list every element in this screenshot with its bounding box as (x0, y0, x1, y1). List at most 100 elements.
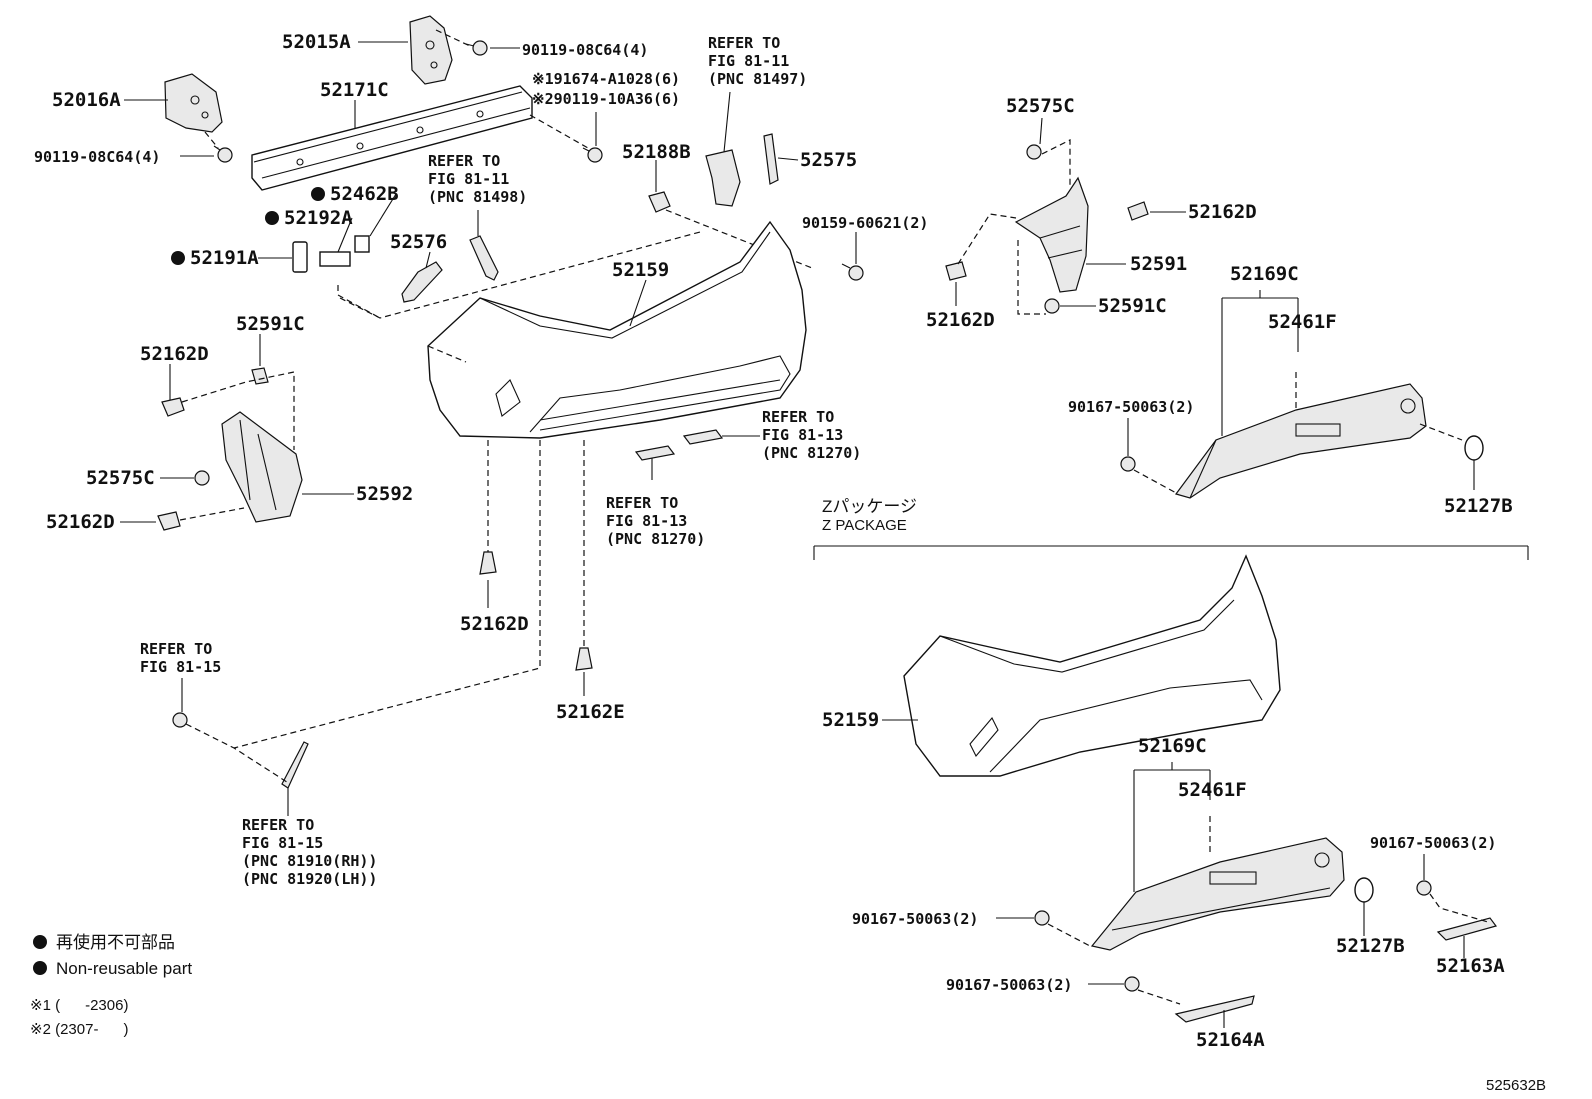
label-52461F-bot: 52461F (1178, 779, 1247, 801)
pad-52191A (292, 241, 308, 273)
bolt-191674 (582, 147, 603, 163)
label-52169C-top: 52169C (1230, 263, 1299, 285)
legend-note2: ※2 (2307- ) (30, 1021, 128, 1038)
clip-52162D-right2 (945, 261, 967, 281)
refer-81498-line1: REFER TO (428, 152, 500, 170)
label-52575: 52575 (800, 149, 857, 171)
nut-90167-right2 (1416, 880, 1432, 896)
non-reusable-dot-52462B (311, 187, 325, 201)
non-reusable-dot-52192A (265, 211, 279, 225)
nut-90167-right1 (1120, 456, 1136, 472)
refer-81-15b-line3: (PNC 81910(RH)) (242, 852, 377, 870)
retainer-52575 (763, 133, 779, 185)
label-90167-50063-right1: 90167-50063(2) (1068, 398, 1194, 416)
bolt-90119-top (465, 40, 488, 56)
refer-note-81497: REFER TO FIG 81-11 (PNC 81497) (708, 34, 807, 88)
refer-81498-line2: FIG 81-11 (428, 170, 509, 188)
refer-81497-line1: REFER TO (708, 34, 780, 52)
z-package-en: Z PACKAGE (822, 517, 907, 534)
refer-81270a-line3: (PNC 81270) (762, 444, 861, 462)
refer-note-81-15-molding: REFER TO FIG 81-15 (PNC 81910(RH)) (PNC … (242, 816, 377, 888)
label-52171C: 52171C (320, 79, 389, 101)
label-52575C-left: 52575C (86, 467, 155, 489)
bumper-cover-52159 (427, 220, 807, 439)
label-52169C-bot: 52169C (1138, 735, 1207, 757)
label-90119-08C64-left: 90119-08C64(4) (34, 148, 160, 166)
label-52462B: 52462B (330, 183, 399, 205)
refer-piece-81498 (469, 235, 499, 281)
label-52592: 52592 (356, 483, 413, 505)
label-52163A: 52163A (1436, 955, 1505, 977)
label-52576: 52576 (390, 231, 447, 253)
molding-refer-81-15 (281, 741, 309, 789)
label-52162E: 52162E (556, 701, 625, 723)
label-52591: 52591 (1130, 253, 1187, 275)
refer-81-15b-line4: (PNC 81920(LH)) (242, 870, 377, 888)
cap-52127B-top (1464, 435, 1484, 461)
nut-90167-right3 (1034, 910, 1050, 926)
refer-note-81270-left: REFER TO FIG 81-13 (PNC 81270) (606, 494, 705, 548)
clip-52162D-center (479, 551, 497, 575)
bumper-cover-52159-z (903, 554, 1281, 777)
label-52162D-left2: 52162D (46, 511, 115, 533)
label-90167-50063-right3: 90167-50063(2) (852, 910, 978, 928)
label-90167-50063-right4: 90167-50063(2) (946, 976, 1072, 994)
refer-81497-line3: (PNC 81497) (708, 70, 807, 88)
legend-note1: ※1 ( -2306) (30, 997, 128, 1014)
legend-jp: 再使用不可部品 (56, 932, 175, 952)
bolt-90119-left (213, 145, 233, 163)
label-290119-10A36: ※290119-10A36(6) (532, 90, 680, 108)
reinforcement-52171C (251, 85, 533, 191)
legend: 再使用不可部品 Non-reusable part ※1 ( -2306) ※2… (30, 932, 192, 1038)
pad-52462B (354, 235, 370, 253)
refer-81497-line2: FIG 81-11 (708, 52, 789, 70)
cap-52127B-bot (1354, 877, 1374, 903)
clip-52575C-left (194, 470, 210, 486)
label-52127B-top: 52127B (1444, 495, 1513, 517)
clip-52162D-right1 (1127, 201, 1149, 221)
clip-52575C-right (1026, 144, 1042, 160)
refer-81270b-line3: (PNC 81270) (606, 530, 705, 548)
license-lamp-a (634, 445, 676, 461)
label-52191A: 52191A (190, 247, 259, 269)
label-90167-50063-right2: 90167-50063(2) (1370, 834, 1496, 852)
refer-note-81-15-screw: REFER TO FIG 81-15 (140, 640, 221, 676)
refer-piece-81497 (705, 149, 741, 207)
refer-81-15a-line1: REFER TO (140, 640, 212, 658)
screw-90159 (841, 263, 864, 281)
refer-81270b-line2: FIG 81-13 (606, 512, 687, 530)
label-52192A: 52192A (284, 207, 353, 229)
figure-id: 525632B (1486, 1077, 1546, 1094)
license-lamp-b (682, 429, 724, 445)
pad-52192A (319, 251, 351, 267)
label-90159-60621: 90159-60621(2) (802, 214, 928, 232)
screw-refer-81-15 (172, 712, 188, 728)
refer-81270b-line1: REFER TO (606, 494, 678, 512)
bracket-52016A (164, 73, 223, 133)
label-52016A: 52016A (52, 89, 121, 111)
refer-81-15b-line2: FIG 81-15 (242, 834, 323, 852)
label-52162D-left1: 52162D (140, 343, 209, 365)
refer-81498-line3: (PNC 81498) (428, 188, 527, 206)
label-90119-08C64-top: 90119-08C64(4) (522, 41, 648, 59)
label-52162D-right2: 52162D (926, 309, 995, 331)
label-52162D-center: 52162D (460, 613, 529, 635)
clip-52162E (575, 647, 593, 671)
label-52591C-right: 52591C (1098, 295, 1167, 317)
bracket-52015A (409, 15, 453, 85)
refer-81-15b-line1: REFER TO (242, 816, 314, 834)
label-191674-A1028: ※191674-A1028(6) (532, 70, 680, 88)
clip-52591C-left (251, 367, 269, 385)
clip-52162D-left2 (157, 511, 181, 531)
label-52164A: 52164A (1196, 1029, 1265, 1051)
refer-81-15a-line2: FIG 81-15 (140, 658, 221, 676)
legend-dot-jp (33, 935, 47, 949)
refer-81270a-line2: FIG 81-13 (762, 426, 843, 444)
label-52127B-bot: 52127B (1336, 935, 1405, 957)
clip-52162D-left1 (161, 397, 185, 417)
label-52159-main: 52159 (612, 259, 669, 281)
non-reusable-dot-52191A (171, 251, 185, 265)
legend-dot-en (33, 961, 47, 975)
lower-cover-52169C-standard (1175, 383, 1427, 499)
